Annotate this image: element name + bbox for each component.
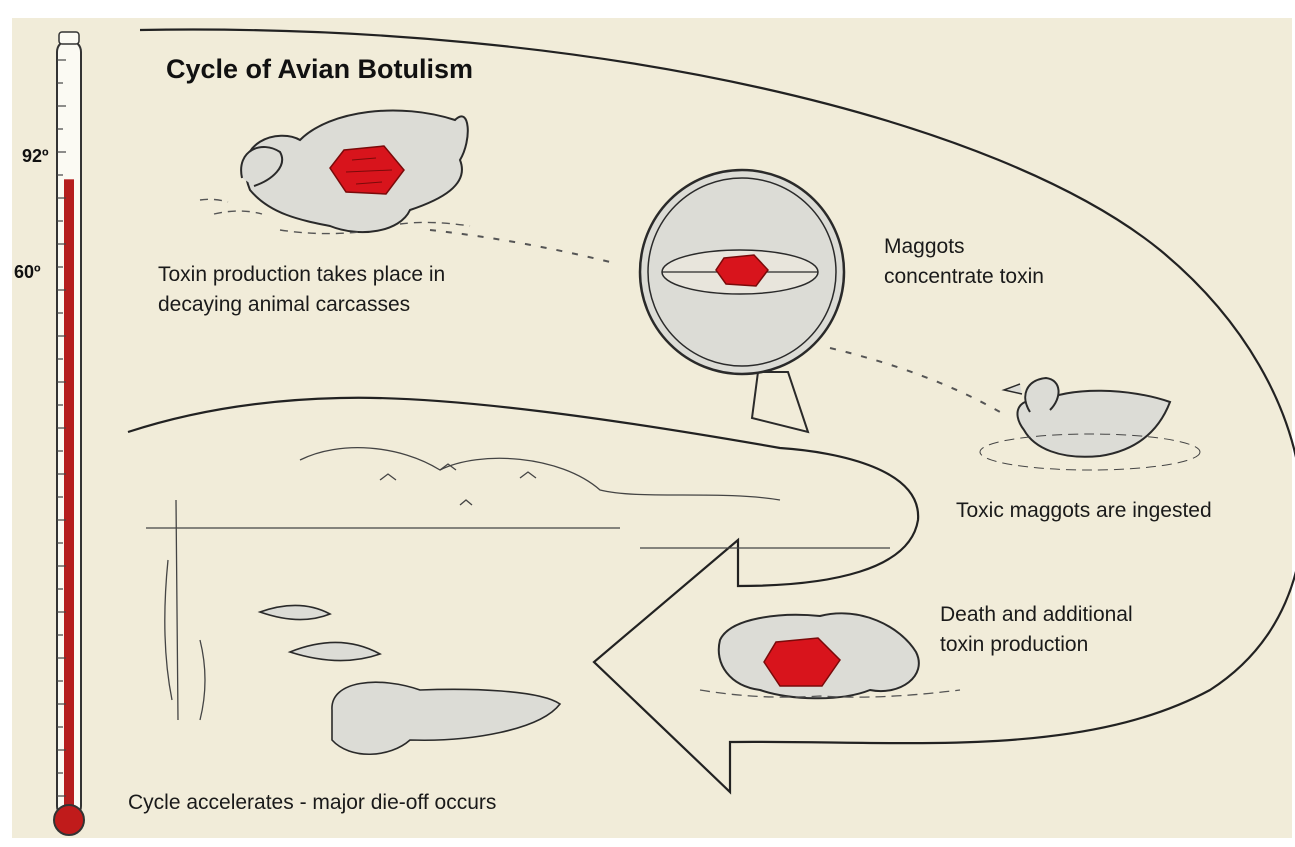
caption-toxin-production: Toxin production takes place in decaying… <box>158 260 445 320</box>
caption-maggots: Maggots concentrate toxin <box>884 232 1044 292</box>
caption-line: Toxin production takes place in <box>158 260 445 290</box>
caption-death: Death and additional toxin production <box>940 600 1133 660</box>
caption-dieoff: Cycle accelerates - major die-off occurs <box>128 788 496 818</box>
caption-ingested: Toxic maggots are ingested <box>956 496 1212 526</box>
caption-line: toxin production <box>940 630 1133 660</box>
diagram-title: Cycle of Avian Botulism <box>166 54 473 85</box>
caption-line: Maggots <box>884 232 1044 262</box>
thermometer-mercury <box>64 179 74 814</box>
caption-line: decaying animal carcasses <box>158 290 445 320</box>
caption-line: concentrate toxin <box>884 262 1044 292</box>
caption-line: Death and additional <box>940 600 1133 630</box>
thermometer-label-60: 60º <box>14 262 41 283</box>
thermometer-bulb <box>54 805 84 835</box>
caption-line: Toxic maggots are ingested <box>956 496 1212 526</box>
thermometer-label-92: 92º <box>22 146 49 167</box>
caption-line: Cycle accelerates - major die-off occurs <box>128 788 496 818</box>
thermometer <box>54 32 84 835</box>
